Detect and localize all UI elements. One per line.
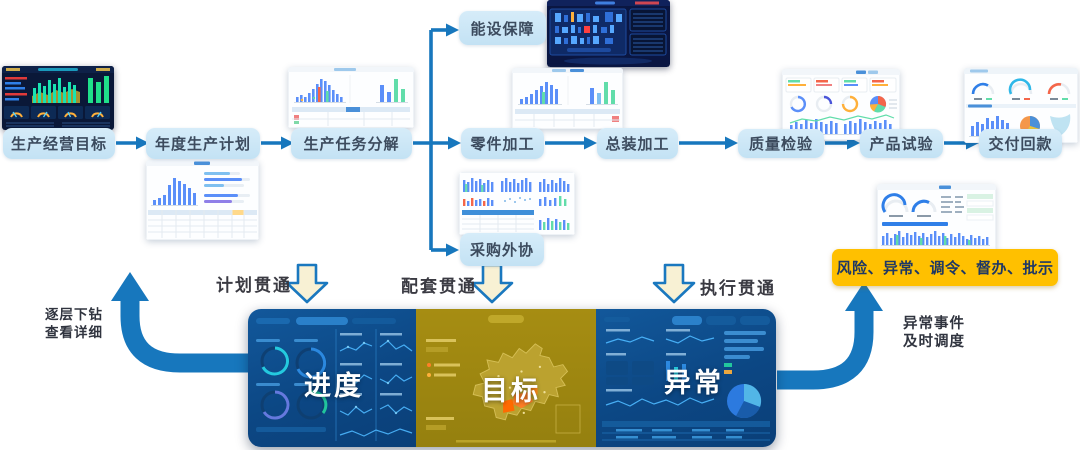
thumbnail-equipment-support-dashboard [547, 0, 670, 67]
thumbnail-procurement-dashboard [459, 172, 575, 235]
abnormal-graphic [602, 316, 770, 441]
flow-box-label: 零件加工 [470, 136, 535, 153]
target-graphic [426, 315, 581, 443]
procurement-graphic [459, 172, 575, 235]
note-line: 逐层下钻 [45, 307, 103, 322]
note-line: 异常事件 [903, 316, 965, 332]
flow-box-label: 生产任务分解 [303, 136, 400, 153]
note-line: 查看详细 [45, 325, 103, 340]
flow-box-label: 年度生产计划 [154, 136, 251, 153]
phase-label-support: 配套贯通 [401, 277, 477, 296]
equipment-support-graphic [547, 0, 670, 67]
section-label-progress: 进度 [304, 371, 364, 401]
drill-down-arrow [111, 272, 248, 373]
alert-box: 风险、异常、调令、督办、批示 [832, 249, 1058, 286]
cockpit-section-target: 目标 [416, 309, 596, 447]
thumbnail-test-dashboard [877, 184, 996, 250]
flow-box-parts-machining: 零件加工 [461, 128, 544, 159]
flow-box-label: 采购外协 [469, 242, 534, 259]
flow-box-annual-plan: 年度生产计划 [146, 128, 260, 159]
alert-box-label: 风险、异常、调令、督办、批示 [836, 260, 1054, 277]
flow-box-final-assembly: 总装加工 [597, 128, 678, 159]
phase-label-plan: 计划贯通 [216, 276, 292, 295]
flow-box-label: 能设保障 [470, 20, 535, 38]
thumbnail-quality-dashboard [782, 69, 900, 140]
test-graphic [877, 184, 996, 250]
cockpit-dashboard: 进度 [248, 309, 776, 447]
thumbnail-task-breakdown-dashboard [288, 67, 414, 128]
section-label-abnormal: 异常 [664, 368, 724, 398]
flow-box-business-goal: 生产经营目标 [3, 128, 115, 159]
flow-box-label: 交付回款 [988, 136, 1053, 153]
flow-box-label: 产品试验 [869, 136, 934, 153]
note-line: 及时调度 [903, 334, 965, 350]
progress-graphic [256, 317, 413, 441]
flow-box-procurement-outsourcing: 采购外协 [460, 233, 544, 266]
task-breakdown-graphic [288, 67, 414, 128]
section-label-target: 目标 [481, 376, 541, 406]
thumbnail-parts-machining-dashboard [512, 68, 623, 129]
goal-dashboard-graphic [2, 66, 114, 130]
flow-box-delivery-payment: 交付回款 [979, 129, 1062, 158]
flow-box-task-breakdown: 生产任务分解 [291, 128, 412, 159]
parts-machining-graphic [512, 68, 623, 129]
cockpit-section-progress: 进度 [248, 309, 416, 447]
flow-box-equipment-support: 能设保障 [459, 11, 546, 45]
flow-box-label: 总装加工 [605, 136, 670, 153]
phase-label-execute: 执行贯通 [700, 279, 776, 298]
thumbnail-goal-dashboard [2, 66, 114, 130]
annual-plan-graphic [146, 160, 259, 240]
note-drill-down: 逐层下钻 查看详细 [45, 306, 103, 342]
dispatch-arrow [777, 282, 883, 390]
note-dispatch: 异常事件 及时调度 [903, 315, 965, 351]
block-down-arrows [285, 263, 696, 304]
cockpit-section-abnormal: 异常 [596, 309, 776, 447]
flow-box-label: 质量检验 [748, 136, 813, 153]
flow-box-product-test: 产品试验 [860, 129, 943, 158]
flow-box-label: 生产经营目标 [10, 136, 107, 153]
flow-box-quality-inspection: 质量检验 [738, 129, 824, 158]
thumbnail-annual-plan-dashboard [146, 160, 259, 240]
quality-graphic [782, 69, 900, 140]
